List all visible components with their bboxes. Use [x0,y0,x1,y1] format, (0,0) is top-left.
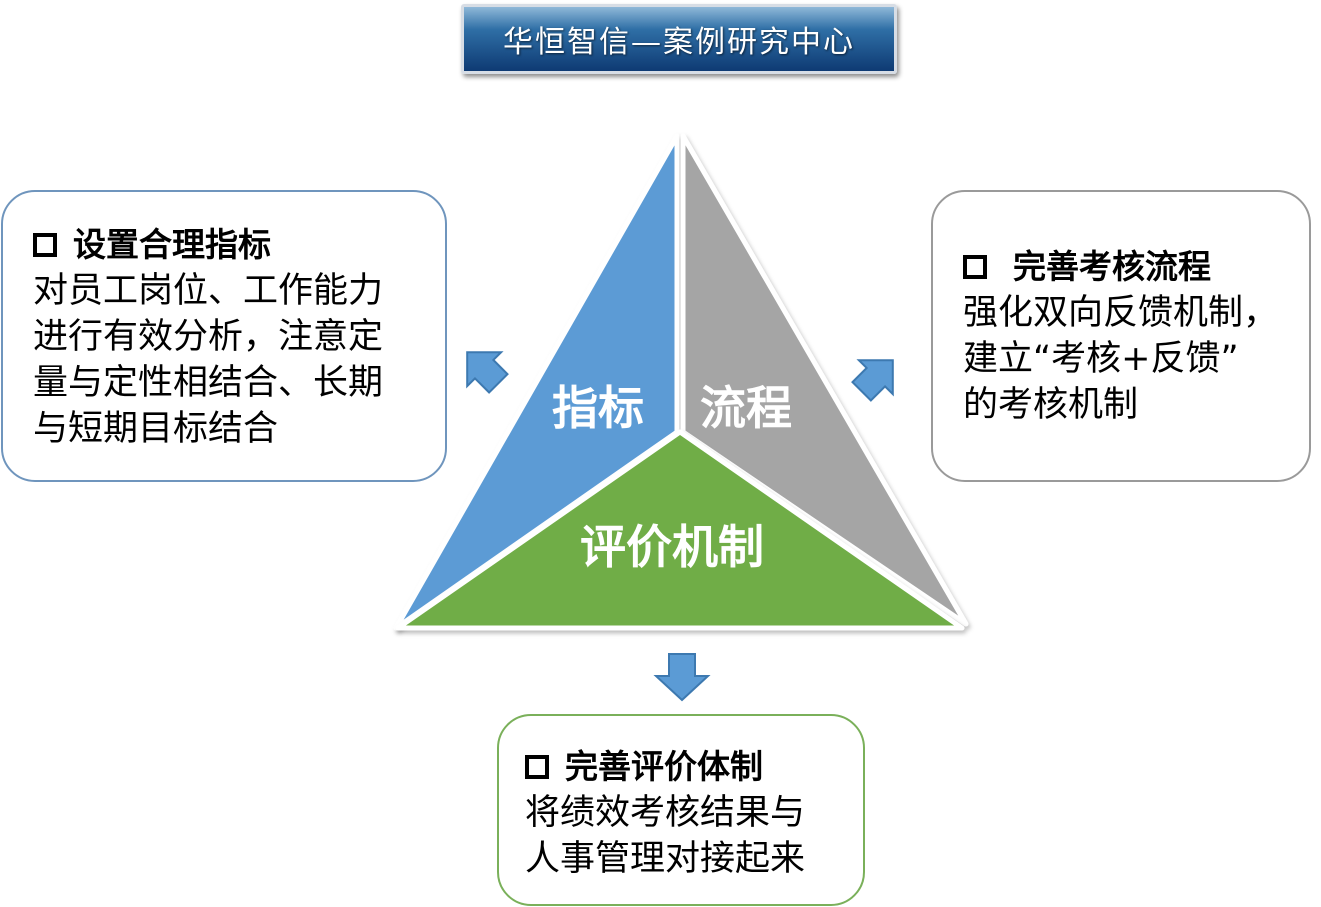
bottom-box-line: 将绩效考核结果与 [525,793,806,833]
bottom-box-body: 将绩效考核结果与 人事管理对接起来 [525,790,863,882]
triangle-segment-bottom [395,429,965,631]
right-info-box: 完善考核流程 强化双向反馈机制， 建立“考核+反馈” 的考核机制 [931,190,1311,482]
left-box-heading-text: 设置合理指标 [73,225,271,264]
right-box-line: 的考核机制 [963,385,1139,425]
right-box-body: 强化双向反馈机制， 建立“考核+反馈” 的考核机制 [963,290,1309,428]
title-banner: 华恒智信—案例研究中心 [461,4,897,74]
arrow-up-right-icon [851,359,894,402]
right-box-line: 建立“考核+反馈” [963,339,1239,379]
bottom-info-box: 完善评价体制 将绩效考核结果与 人事管理对接起来 [497,714,865,906]
left-box-line: 对员工岗位、工作能力 [33,271,384,311]
left-box-heading: 设置合理指标 [33,222,445,268]
triangle-label-bottom: 评价机制 [580,520,764,574]
bottom-box-heading-text: 完善评价体制 [565,747,763,786]
checkbox-square-icon [33,233,57,257]
right-box-heading-text: 完善考核流程 [1013,247,1211,286]
triangle-label-right: 流程 [700,381,792,435]
arrow-up-left-icon [466,351,509,394]
checkbox-square-icon [963,255,987,279]
checkbox-square-icon [525,755,549,779]
left-info-box: 设置合理指标 对员工岗位、工作能力 进行有效分析，注意定 量与定性相结合、长期 … [1,190,447,482]
right-box-line: 强化双向反馈机制， [963,293,1279,333]
bottom-box-line: 人事管理对接起来 [525,839,806,879]
left-box-body: 对员工岗位、工作能力 进行有效分析，注意定 量与定性相结合、长期 与短期目标结合 [33,268,445,452]
arrow-down-icon [653,653,711,702]
left-box-line: 与短期目标结合 [33,409,279,449]
left-box-line: 量与定性相结合、长期 [33,363,384,403]
triangle-label-left: 指标 [552,381,644,435]
right-box-heading: 完善考核流程 [963,244,1309,290]
bottom-box-heading: 完善评价体制 [525,744,863,790]
left-box-line: 进行有效分析，注意定 [33,317,384,357]
triangle-segment-right [680,133,969,627]
banner-title: 华恒智信—案例研究中心 [503,25,855,60]
